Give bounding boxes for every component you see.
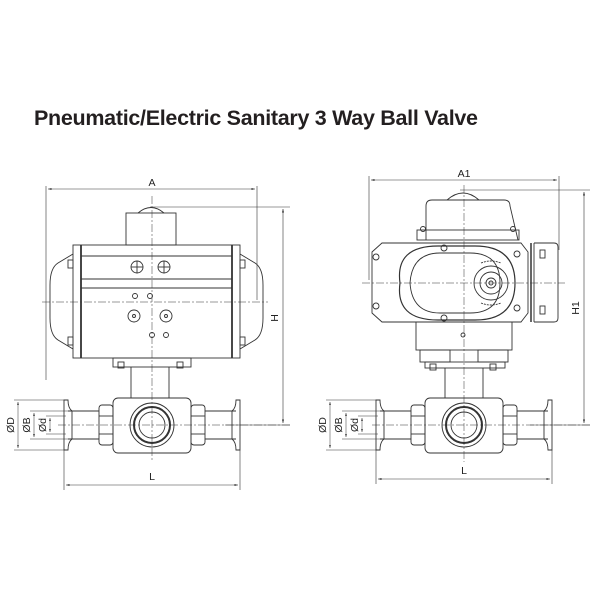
dim-label-a: A [148, 177, 155, 189]
electric-view [326, 176, 590, 484]
dim-label-od-right: ØD [317, 417, 329, 433]
dim-label-ob-right: ØB [333, 417, 345, 432]
dim-label-ob-left: ØB [21, 417, 33, 432]
dim-label-id-left: Ød [37, 418, 49, 432]
dim-label-l-left: L [149, 471, 155, 483]
page-title: Pneumatic/Electric Sanitary 3 Way Ball V… [34, 106, 478, 130]
dim-label-l-right: L [461, 465, 467, 477]
pneumatic-view [14, 186, 290, 490]
dim-label-a1: A1 [458, 168, 471, 180]
dim-label-h: H [269, 314, 281, 322]
dim-label-h1: H1 [570, 301, 582, 315]
dim-label-id-right: Ød [349, 418, 361, 432]
dim-label-od-left: ØD [5, 417, 17, 433]
